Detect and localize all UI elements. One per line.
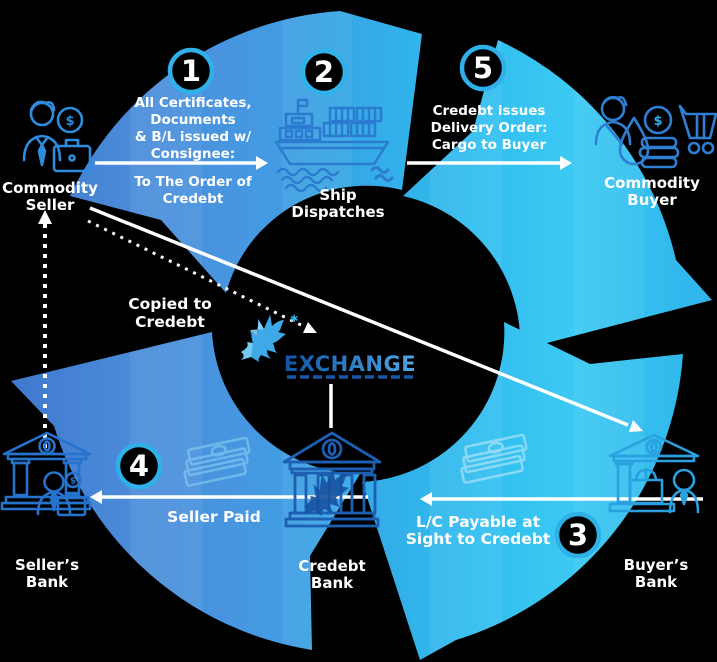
step1-text-line1: All Certificates, (134, 95, 251, 111)
step-circle-1 (167, 47, 215, 95)
annotations: All Certificates, Documents & B/L issued… (128, 95, 551, 548)
ship-dispatches-label-line1: Ship (319, 186, 357, 204)
copied-to-credebt-line2: Credebt (135, 313, 205, 331)
step-circles: 1 2 5 4 3 (115, 44, 602, 559)
wave (370, 166, 394, 182)
shopping-cart-icon (678, 104, 717, 140)
registered-star-glyph: ✱ (290, 314, 298, 325)
cart-wheel (701, 141, 715, 155)
credebt-bank-label-line2: Bank (311, 574, 354, 592)
step1-text-line3: & B/L issued w/ (135, 129, 251, 145)
step-number-5: 5 (473, 51, 493, 85)
person-body (594, 120, 632, 146)
wave (284, 183, 328, 193)
person-tie (37, 143, 47, 167)
ship-icon (274, 98, 394, 193)
money-stack-icon (460, 433, 528, 484)
commodity-seller-label-line2: Seller (26, 196, 75, 214)
step1-text-line4: Consignee: (151, 146, 235, 162)
lc-payable-line1: L/C Payable at (416, 513, 541, 531)
step1-text-line5: To The Order of (134, 174, 252, 190)
ship-dispatches-label-line2: Dispatches (291, 203, 384, 221)
commodity-buyer-icon: $ (594, 95, 717, 169)
arrowhead-diagonal-dotted-icon (303, 322, 317, 333)
briefcase-handle (64, 491, 79, 500)
griffin-icon (241, 314, 286, 362)
step-number-4: 4 (129, 449, 149, 483)
arrowhead-left-icon (90, 490, 102, 504)
step5-text-line3: Cargo to Buyer (432, 137, 547, 153)
briefcase-icon (56, 496, 87, 517)
credebt-bank-label-line1: Credebt (298, 557, 365, 575)
sellers-bank-label-line1: Seller’s (15, 556, 79, 574)
step-circle-3 (554, 511, 602, 559)
bank-column (12, 461, 29, 497)
step-circle-5 (459, 44, 507, 92)
briefcase-clasp (68, 154, 76, 162)
coin-icon (64, 471, 82, 489)
step-number-3: 3 (568, 518, 588, 552)
step1-text-line2: Documents (150, 112, 235, 128)
step5-text-line1: Credebt issues (433, 103, 546, 119)
water-drop-icon (618, 116, 650, 166)
arrowhead-right-icon (256, 156, 268, 170)
arrowhead-left-icon (420, 492, 432, 506)
person-hair (601, 95, 628, 107)
cycle-arrow-bottom-right (362, 322, 683, 660)
coin-icon (56, 106, 84, 134)
seller-paid-label: Seller Paid (167, 508, 261, 526)
logo-wordmark: EXCHANGE (284, 352, 416, 376)
cart-wheel (687, 141, 701, 155)
arrowhead-up-icon (38, 210, 52, 224)
briefcase-handle (64, 138, 80, 148)
coin-stack (640, 156, 678, 169)
person-hair (29, 100, 56, 112)
coin-dollar-glyph: $ (65, 114, 74, 129)
copied-to-credebt-dotted-line (87, 219, 304, 328)
wave (280, 175, 334, 185)
credebt-bank-griffin-icon (304, 468, 349, 516)
cycle-arrow-bottom-left (11, 332, 360, 650)
cycle-arrow-top-right (403, 40, 712, 350)
coin-dollar-glyph: $ (70, 477, 76, 487)
sellers-bank-icon: $ (0, 431, 92, 517)
step1-text-line6: Credebt (163, 191, 224, 207)
commodity-seller-icon: $ (22, 100, 92, 173)
arrowhead-diagonal-icon (629, 420, 643, 432)
sellers-bank-label-line2: Bank (26, 573, 69, 591)
coin-icon (643, 105, 673, 135)
banker-tie (679, 488, 689, 506)
step5-text-line2: Delivery Order: (431, 120, 548, 136)
step-circle-2 (300, 48, 348, 96)
wave (276, 167, 340, 177)
ship-hull (274, 140, 390, 166)
person-body (22, 134, 62, 162)
step-number-1: 1 (181, 54, 201, 88)
commodity-seller-label-line1: Commodity (2, 179, 98, 197)
coin-dollar-glyph: $ (653, 114, 662, 129)
arrowhead-right-icon (560, 156, 572, 170)
briefcase-icon (52, 144, 92, 173)
buyers-bank-label-line1: Buyer’s (624, 556, 689, 574)
commodity-buyer-label-line1: Commodity (604, 174, 700, 192)
step-circle-4 (115, 442, 163, 490)
goods-plants (634, 467, 658, 482)
copied-to-credebt-line1: Copied to (128, 295, 212, 313)
commodity-buyer-label-line2: Buyer (627, 191, 677, 209)
seller-to-buyers-bank-line (89, 206, 629, 427)
lc-payable-line2: Sight to Credebt (406, 530, 551, 548)
money-stack-icon (183, 436, 251, 487)
step-number-2: 2 (314, 55, 334, 89)
connector-arrowheads (38, 156, 643, 506)
exchange-logo: ✱ EXCHANGE (241, 314, 416, 379)
buyers-bank-label-line2: Bank (635, 573, 678, 591)
banker-tie (49, 490, 59, 512)
ship-mast (296, 98, 309, 116)
node-labels: Commodity Seller Ship Dispatches Commodi… (2, 174, 700, 592)
person-sash (604, 123, 624, 146)
buyers-bank-icon (608, 433, 700, 514)
